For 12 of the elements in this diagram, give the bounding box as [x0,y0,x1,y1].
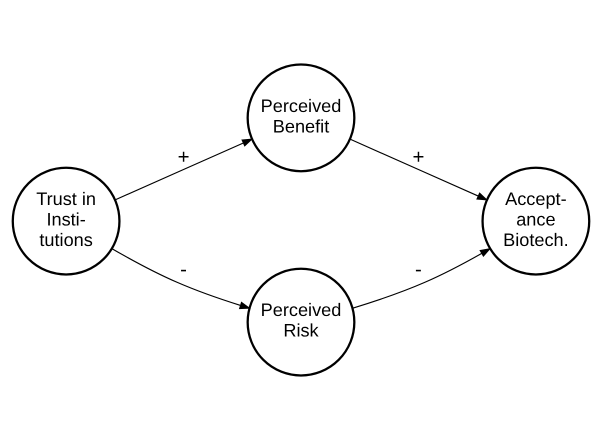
arrow [112,248,251,309]
edge-label: + [412,146,424,168]
node-circle: Accept- ance Biotech. [481,166,590,276]
node-circle: Trust in Insti- tutions [12,166,121,276]
edge-label: - [180,258,187,281]
node-circle: Perceived Benefit [246,62,356,172]
node-circle: Perceived Risk [246,267,356,376]
arrow [352,247,492,308]
arrow [115,138,254,200]
edge-label: + [178,146,190,168]
arrow [350,138,488,200]
edge-label: - [415,258,422,281]
